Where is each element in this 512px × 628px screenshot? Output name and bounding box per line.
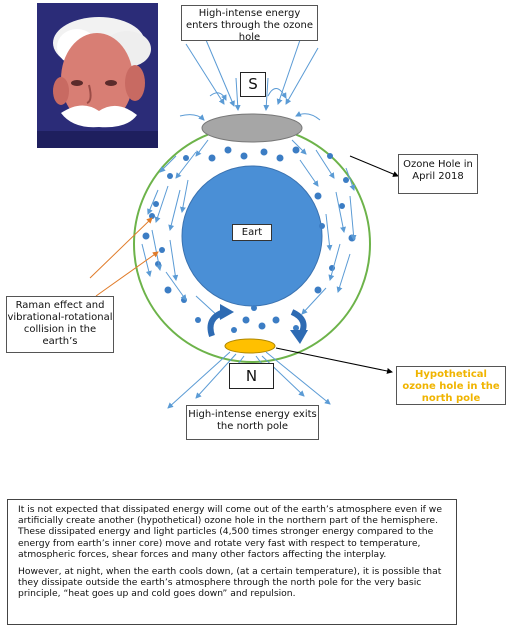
incoming-energy-arrows: [179, 39, 321, 121]
raman-arrow-lower: [95, 251, 159, 297]
raman-effect-label: Raman effect and vibrational-rotational …: [6, 296, 114, 353]
exit-energy-label: High-intense energy exits the north pole: [186, 405, 319, 440]
south-pole-label: S: [240, 72, 266, 97]
explanation-paragraph-1: It is not expected that dissipated energ…: [18, 504, 442, 560]
north-pole-label: N: [229, 363, 274, 389]
south-ozone-hole: [201, 113, 303, 143]
hypothetical-pointer: [275, 347, 393, 374]
incoming-energy-label: High-intense energy enters through the o…: [181, 5, 318, 41]
north-ozone-hole: [224, 338, 276, 354]
hypothetical-ozone-hole-label: Hypothetical ozone hole in the north pol…: [396, 366, 506, 405]
explanation-text-box: It is not expected that dissipated energ…: [7, 499, 457, 625]
explanation-paragraph-2: However, at night, when the earth cools …: [18, 566, 442, 600]
scientist-portrait: [37, 3, 158, 148]
ozone-hole-2018-label: Ozone Hole in April 2018: [398, 154, 478, 194]
earth-label: Eart: [232, 224, 272, 241]
raman-arrow-upper: [89, 217, 153, 279]
ozone-hole-pointer: [349, 155, 399, 177]
